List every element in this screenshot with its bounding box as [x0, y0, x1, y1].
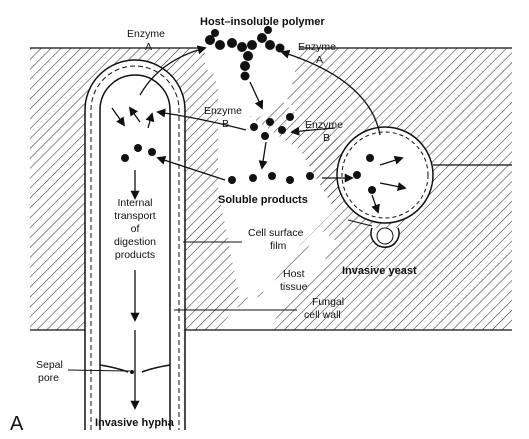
svg-text:Fungal: Fungal [312, 296, 344, 308]
svg-text:digestion: digestion [114, 236, 156, 248]
soluble-products-label: Soluble products [218, 194, 308, 206]
svg-text:tissue: tissue [280, 281, 308, 293]
svg-text:pore: pore [38, 372, 59, 384]
soluble-product-dots [121, 113, 376, 194]
enzyme-b-left-label-1: Enzyme [204, 105, 242, 117]
svg-text:Internal: Internal [117, 197, 152, 209]
svg-text:Cell surface: Cell surface [248, 227, 304, 239]
enzyme-a-right-label-1: Enzyme [298, 41, 336, 53]
host-tissue-label: Host tissue [280, 268, 308, 293]
fungal-cell-wall-label: Fungal cell wall [304, 296, 344, 321]
invasive-yeast-cell [336, 126, 512, 248]
invasive-yeast-label: Invasive yeast [342, 265, 417, 277]
svg-text:Host: Host [283, 268, 305, 280]
svg-text:Sepal: Sepal [36, 359, 63, 371]
enzyme-a-left-label-2: A [145, 41, 152, 53]
invasive-hypha-label: Invasive hypha [95, 417, 175, 429]
invasive-hypha [84, 59, 186, 430]
svg-text:transport: transport [114, 210, 156, 222]
polymer-title: Host–insoluble polymer [200, 16, 325, 28]
sepal-pore-label: Sepal pore [36, 359, 63, 384]
internal-transport-label: Internal transport of digestion products [114, 197, 156, 261]
enzyme-b-right-label-2: B [323, 132, 330, 144]
figure-letter: A [10, 413, 24, 435]
svg-text:products: products [115, 249, 155, 261]
enzyme-b-right-label-1: Enzyme [305, 119, 343, 131]
enzyme-a-right-label-2: A [316, 54, 323, 66]
svg-text:film: film [270, 240, 287, 252]
svg-text:cell wall: cell wall [304, 309, 341, 321]
process-arrows [111, 45, 407, 410]
enzyme-b-left-label-2: B [222, 118, 229, 130]
cell-surface-film-label: Cell surface film [248, 227, 304, 252]
insoluble-polymer [205, 26, 285, 81]
enzyme-a-left-label-1: Enzyme [127, 28, 165, 40]
label-leader-lines [67, 219, 373, 372]
svg-text:of: of [131, 223, 140, 235]
